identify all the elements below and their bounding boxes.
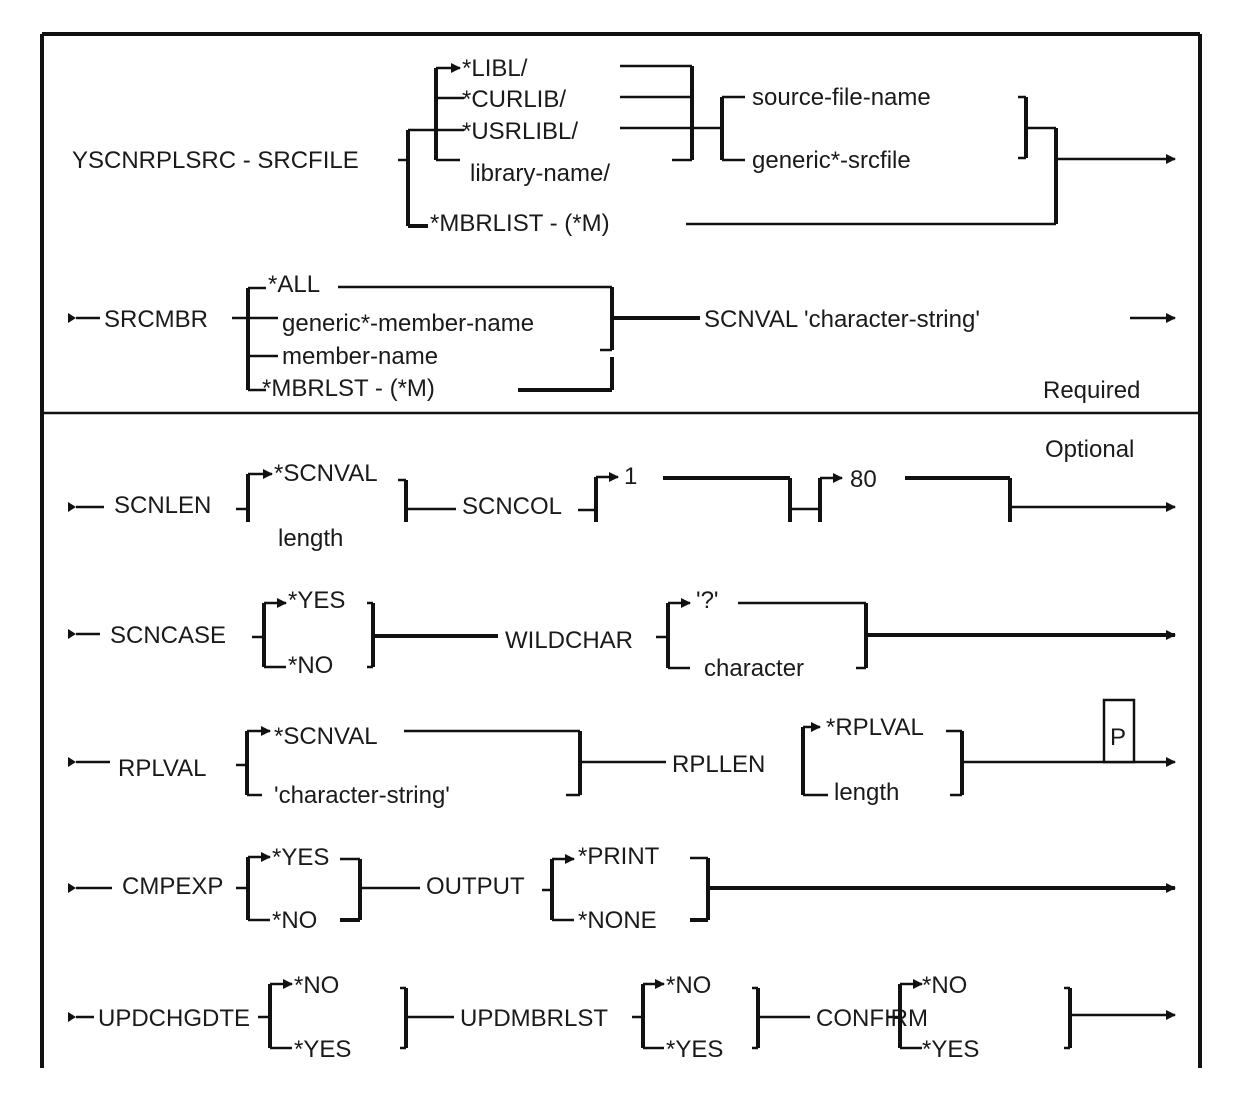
scncase-option: *YES (288, 587, 345, 614)
srcfile-alt-option: *MBRLIST - (*M) (430, 210, 610, 237)
output-option: *PRINT (578, 843, 660, 870)
scnlen-group: SCNLEN *SCNVAL length SCNCOL 1 80 (68, 460, 1176, 552)
output-keyword: OUTPUT (426, 873, 525, 900)
entry-arrow-icon (68, 629, 76, 639)
wildchar-option: character (704, 655, 804, 682)
srcfile-lib-option: *USRLIBL/ (462, 118, 578, 145)
updmbrlst-option: *NO (666, 972, 711, 999)
updmbrlst-keyword: UPDMBRLST (460, 1005, 608, 1032)
rpllen-option: length (834, 779, 899, 806)
scncol-option: 80 (850, 466, 877, 493)
updchgdte-option: *YES (294, 1036, 351, 1063)
scnval-keyword: SCNVAL 'character-string' (704, 306, 980, 333)
wildchar-keyword: WILDCHAR (505, 627, 633, 654)
rpllen-option: *RPLVAL (826, 714, 924, 741)
scnlen-option: length (278, 525, 343, 552)
updchgdte-keyword: UPDCHGDTE (98, 1005, 250, 1032)
srcmbr-option: *MBRLST - (*M) (262, 375, 435, 402)
diagram-frame (40, 32, 1202, 1068)
entry-arrow-icon (68, 883, 76, 893)
required-label: Required (1043, 377, 1140, 404)
srcfile-group: YSCNRPLSRC - SRCFILE *LIBL/ *CURLIB/ *US… (72, 55, 1176, 237)
wildchar-option: '?' (696, 587, 719, 614)
confirm-option: *YES (922, 1036, 979, 1063)
entry-arrow-icon (68, 502, 76, 512)
srcfile-lib-option: library-name/ (470, 160, 610, 187)
entry-arrow-icon (68, 313, 76, 323)
confirm-keyword: CONFIRM (816, 1005, 928, 1032)
updmbrlst-option: *YES (666, 1036, 723, 1063)
cmpexp-group: CMPEXP *YES *NO OUTPUT *PRINT *NONE (68, 843, 1176, 934)
srcmbr-keyword: SRCMBR (104, 306, 208, 333)
rplval-option: *SCNVAL (274, 723, 378, 750)
rplval-keyword: RPLVAL (118, 755, 207, 782)
srcfile-file-option: source-file-name (752, 84, 931, 111)
positional-marker-box (1102, 698, 1136, 764)
srcmbr-option: *ALL (268, 271, 320, 298)
scnlen-option: *SCNVAL (274, 460, 378, 487)
srcfile-file-option: generic*-srcfile (752, 147, 911, 174)
cmpexp-option: *NO (272, 907, 317, 934)
cmpexp-keyword: CMPEXP (122, 873, 223, 900)
srcmbr-option: member-name (282, 343, 438, 370)
optional-label: Optional (1045, 436, 1134, 463)
updchgdte-group: UPDCHGDTE *NO *YES UPDMBRLST *NO *YES CO… (68, 972, 1176, 1063)
positional-marker: P (1110, 724, 1126, 751)
srcfile-keyword: YSCNRPLSRC - SRCFILE (72, 147, 359, 174)
scncase-keyword: SCNCASE (110, 622, 226, 649)
entry-arrow-icon (68, 1012, 76, 1022)
confirm-option: *NO (922, 972, 967, 999)
scncase-group: SCNCASE *YES *NO WILDCHAR '?' character (68, 587, 1176, 682)
rplval-group: RPLVAL *SCNVAL 'character-string' RPLLEN… (68, 698, 1176, 809)
entry-arrow-icon (68, 757, 76, 767)
rpllen-keyword: RPLLEN (672, 751, 765, 778)
scncol-keyword: SCNCOL (462, 493, 562, 520)
srcfile-lib-option: *CURLIB/ (462, 86, 566, 113)
rplval-option: 'character-string' (274, 782, 450, 809)
output-option: *NONE (578, 907, 657, 934)
srcfile-lib-option: *LIBL/ (462, 55, 528, 82)
updchgdte-option: *NO (294, 972, 339, 999)
srcmbr-option: generic*-member-name (282, 310, 534, 337)
scnlen-keyword: SCNLEN (114, 492, 211, 519)
scncase-option: *NO (288, 652, 333, 679)
cmpexp-option: *YES (272, 844, 329, 871)
srcmbr-group: SRCMBR *ALL generic*-member-name member-… (68, 271, 1176, 404)
scncol-option: 1 (624, 463, 637, 490)
